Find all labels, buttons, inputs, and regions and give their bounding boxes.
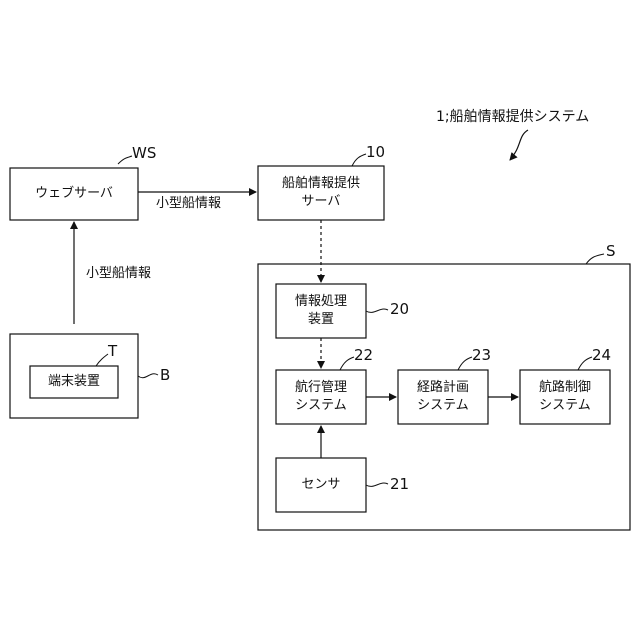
leader-ws [118,156,132,164]
system-title-label: 1;船舶情報提供システム [436,108,589,126]
ref-22: 22 [354,346,373,366]
leader-22 [340,357,354,370]
terminal-device-text: 端末装置 [30,366,118,398]
ref-23: 23 [472,346,491,366]
ref-20: 20 [390,300,409,320]
ref-b: B [160,366,170,386]
ref-10: 10 [366,143,385,163]
info-processing-text: 情報処理 装置 [276,284,366,338]
leader-b [138,374,158,378]
route-planning-text: 経路計画 システム [398,370,488,424]
system-pointer-arrow [510,130,528,160]
leader-21 [366,483,388,486]
leader-24 [578,357,592,370]
info-server-text: 船舶情報提供 サーバ [258,166,384,220]
ref-21: 21 [390,475,409,495]
leader-23 [458,357,472,370]
leader-t [96,354,108,366]
edge-label-terminal-to-web: 小型船情報 [86,266,151,283]
navigation-mgmt-text: 航行管理 システム [276,370,366,424]
leader-20 [366,309,388,312]
web-server-text: ウェブサーバ [10,168,138,220]
sensor-text: センサ [276,458,366,512]
ref-t: T [108,342,117,362]
route-control-text: 航路制御 システム [520,370,610,424]
edge-label-web-to-info: 小型船情報 [156,196,221,213]
ref-ws: WS [132,144,156,164]
ref-s: S [606,242,616,262]
leader-s [586,254,604,264]
ref-24: 24 [592,346,611,366]
leader-10 [352,154,366,166]
